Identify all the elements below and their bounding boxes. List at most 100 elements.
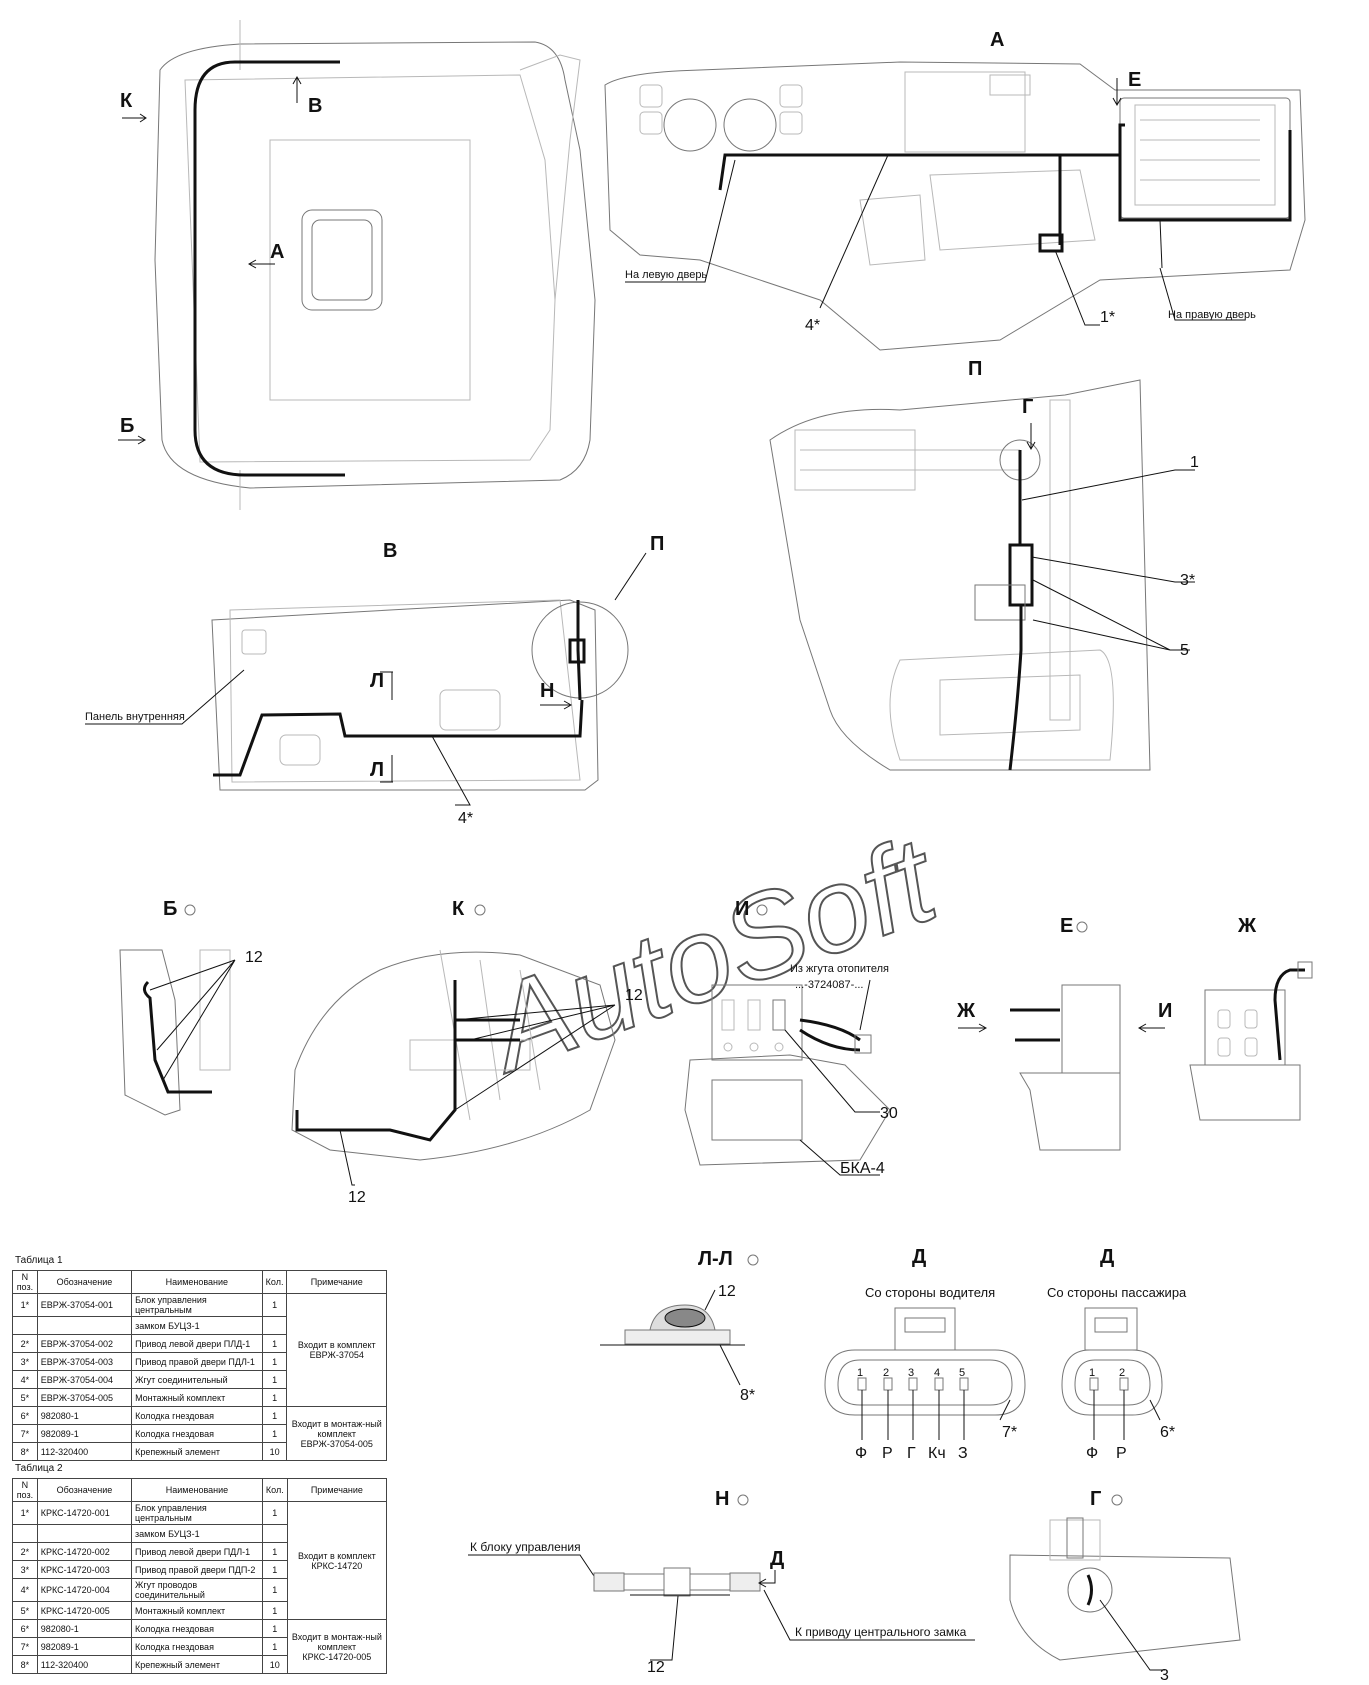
to-control-unit-label: К блоку управления [470,1540,581,1554]
row-pos [12,1316,38,1335]
d2-pin-1-contact [1089,1377,1099,1391]
row-qty: 1 [261,1406,288,1425]
row-pos: 4* [12,1370,38,1389]
callout-1-view-a: 1* [1100,309,1115,326]
row-pos: 1* [12,1501,38,1525]
row-name: Жгут соединительный [131,1370,263,1389]
row-qty: 10 [261,1442,288,1461]
row-qty: 1 [261,1501,288,1525]
row-pos: 8* [12,1655,38,1674]
table-row: 1* КРКС-14720-001 Блок управления центра… [12,1501,388,1620]
row-pos: 3* [12,1352,38,1371]
view-a-label: А [270,241,284,263]
connector-passenger-side: Д Со стороны пассажира 1 2 Ф Р 6* [1047,1246,1187,1462]
callout-12-view-b: 12 [245,949,263,966]
row-qty: 1 [261,1293,288,1317]
row-pos: 6* [12,1619,38,1638]
table2-head-qty: Кол. [261,1478,288,1502]
table-row: 8* 112-320400 Крепежный элемент 10 [12,1655,387,1674]
view-v: В П Л Л Н Панель внутренняя 4* [85,533,664,827]
row-des: КРКС-14720-001 [36,1501,133,1525]
table2-head-pos: N поз. [12,1478,38,1502]
d1-subtitle: Со стороны водителя [865,1285,995,1300]
left-door-label: На левую дверь [625,269,707,281]
view-n-title: Н [715,1488,729,1510]
view-g-label: Г [1022,396,1033,418]
view-a: А Е На левую дверь 4* 1* На правую дверь [604,29,1306,351]
row-des: ЕВРЖ-37054-005 [36,1388,133,1407]
row-pos [12,1524,38,1543]
view-e: Е Ж И [956,915,1172,1151]
d1-pin-3: 3 [908,1367,914,1379]
row-des: ЕВРЖ-37054-001 [36,1293,133,1317]
row-des: 982080-1 [36,1619,133,1638]
d2-subtitle: Со стороны пассажира [1047,1285,1187,1300]
row-pos: 5* [12,1601,38,1620]
table1-caption: Таблица 1 [15,1255,63,1266]
callout-3-view-g: 3 [1160,1667,1169,1684]
d1-pin-5: 5 [959,1367,965,1379]
heater-harness-label: Из жгута отопителя [790,963,889,975]
row-qty: 1 [261,1352,288,1371]
callout-12-ll: 12 [718,1283,736,1300]
view-v-title: В [383,540,397,562]
view-e-title: Е [1060,915,1073,937]
callout-3-view-p: 3* [1180,572,1195,589]
row-pos: 2* [12,1542,38,1561]
callout-1-view-p: 1 [1190,454,1199,471]
row-qty: 1 [261,1619,288,1638]
row-name: замком БУЦЗ-1 [131,1316,263,1335]
table-row: 6* 982080-1 Колодка гнездовая 1 Входит в… [12,1619,388,1674]
d2-wire-r: Р [1116,1445,1127,1462]
d1-pin-4: 4 [934,1367,940,1379]
row-qty: 10 [261,1655,288,1674]
row-pos: 2* [12,1334,38,1353]
view-b-title: Б [163,898,177,920]
table1-head-pos: N поз. [12,1270,38,1294]
to-lock-drive-label: К приводу центрального замка [795,1625,967,1639]
row-qty [261,1524,288,1543]
row-des [36,1316,133,1335]
heater-harness-code: ...-3724087-... [795,979,864,991]
view-a-title: А [990,29,1004,51]
row-name: Колодка гнездовая [131,1406,263,1425]
view-p-callout-label: П [650,533,664,555]
row-des: 982089-1 [36,1637,133,1656]
row-pos: 3* [12,1560,38,1579]
row-qty: 1 [261,1424,288,1443]
view-i-title: И [735,898,749,920]
section-l-upper: Л [370,670,384,692]
table2-head-name: Наименование [131,1478,263,1502]
row-pos: 8* [12,1442,38,1461]
callout-4-view-v: 4* [458,810,473,827]
row-name: Привод правой двери ПДЛ-1 [131,1352,263,1371]
view-i: И Из жгута отопителя ...-3724087-... 30 … [684,898,898,1177]
table-row: 6* 982080-1 Колодка гнездовая 1 Входит в… [12,1406,387,1461]
table1-head-note: Примечание [286,1270,387,1294]
row-name: Крепежный элемент [131,1655,263,1674]
table2-caption: Таблица 2 [15,1463,63,1474]
bka4-label: БКА-4 [840,1160,885,1177]
row-name: Блок управления центральным [131,1501,263,1525]
callout-6-d2: 6* [1160,1424,1175,1441]
row-qty: 1 [261,1388,288,1407]
d1-wire-r: Р [882,1445,893,1462]
section-ll-title: Л-Л [698,1248,733,1270]
callout-5-view-p: 5 [1180,642,1189,659]
row-des: КРКС-14720-002 [36,1542,133,1561]
arrow-i-label: И [1158,1000,1172,1022]
row-des: 112-320400 [36,1442,133,1461]
arrow-zh-label: Ж [956,1000,976,1022]
table-row: 2* КРКС-14720-002 Привод левой двери ПДЛ… [12,1542,387,1561]
arrow-d-label: Д [770,1548,784,1570]
table1-head-name: Наименование [131,1270,263,1294]
row-name: Колодка гнездовая [131,1637,263,1656]
row-name: Жгут проводов соединительный [131,1578,263,1602]
table-row: замком БУЦЗ-1 [12,1524,387,1543]
view-k-label: К [120,90,133,112]
row-pos: 4* [12,1578,38,1602]
d2-wire-f: Ф [1086,1445,1098,1462]
table-row: 8* 112-320400 Крепежный элемент 10 [12,1442,387,1461]
row-name: замком БУЦЗ-1 [131,1524,263,1543]
table-row: 5* ЕВРЖ-37054-005 Монтажный комплект 1 [12,1388,387,1407]
